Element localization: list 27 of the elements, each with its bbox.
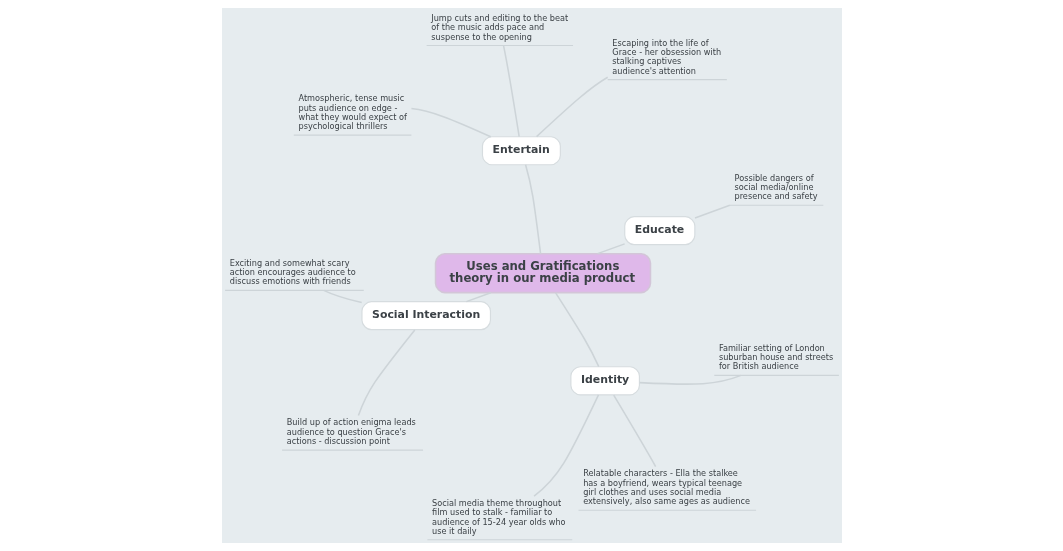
connector — [465, 291, 491, 303]
node-box: Identity — [569, 366, 640, 396]
node-text: Jump cuts and editing to the beat of the music adds pace and suspense to the opening — [430, 12, 568, 42]
node-box: Entertain — [481, 136, 561, 166]
node-text: Exciting and somewhat scary action encourages audience to discuss emotions with friends — [229, 257, 356, 287]
connector — [410, 107, 491, 138]
connector — [502, 44, 520, 138]
connector — [638, 374, 742, 385]
connector — [524, 164, 541, 255]
node-box: Social Interaction — [360, 301, 491, 331]
connector — [554, 292, 600, 368]
connector — [322, 289, 362, 304]
connector — [532, 394, 599, 497]
node-text: Build up of action enigma leads audience to question Grace's actions - discussion point — [286, 417, 416, 447]
connector — [612, 394, 656, 468]
connector — [535, 76, 608, 138]
connector — [596, 243, 625, 255]
node-text: Relatable characters - Ella the stalkee has a boyfriend, wears typical teenage girl clothes and uses social media extensively, also same ages as audience — [582, 468, 750, 507]
node-text: Familiar setting of London suburban house and streets for British audience — [718, 342, 833, 372]
node-text: Escaping into the life of Grace - her obsession with stalking captives audience's attention — [611, 37, 721, 76]
node-text: Social media theme throughout film used to stalk - familiar to audience of 15-24 year olds who use it daily — [431, 497, 566, 536]
node-box: Uses and Gratifications theory in our media product — [434, 252, 651, 294]
node-text: Possible dangers of social media/online presence and safety — [734, 172, 818, 202]
connector — [693, 204, 731, 219]
node-text: Atmospheric, tense music puts audience on edge - what they would expect of psychological thrillers — [297, 93, 407, 132]
node-box: Educate — [623, 216, 695, 246]
connector — [357, 329, 416, 417]
